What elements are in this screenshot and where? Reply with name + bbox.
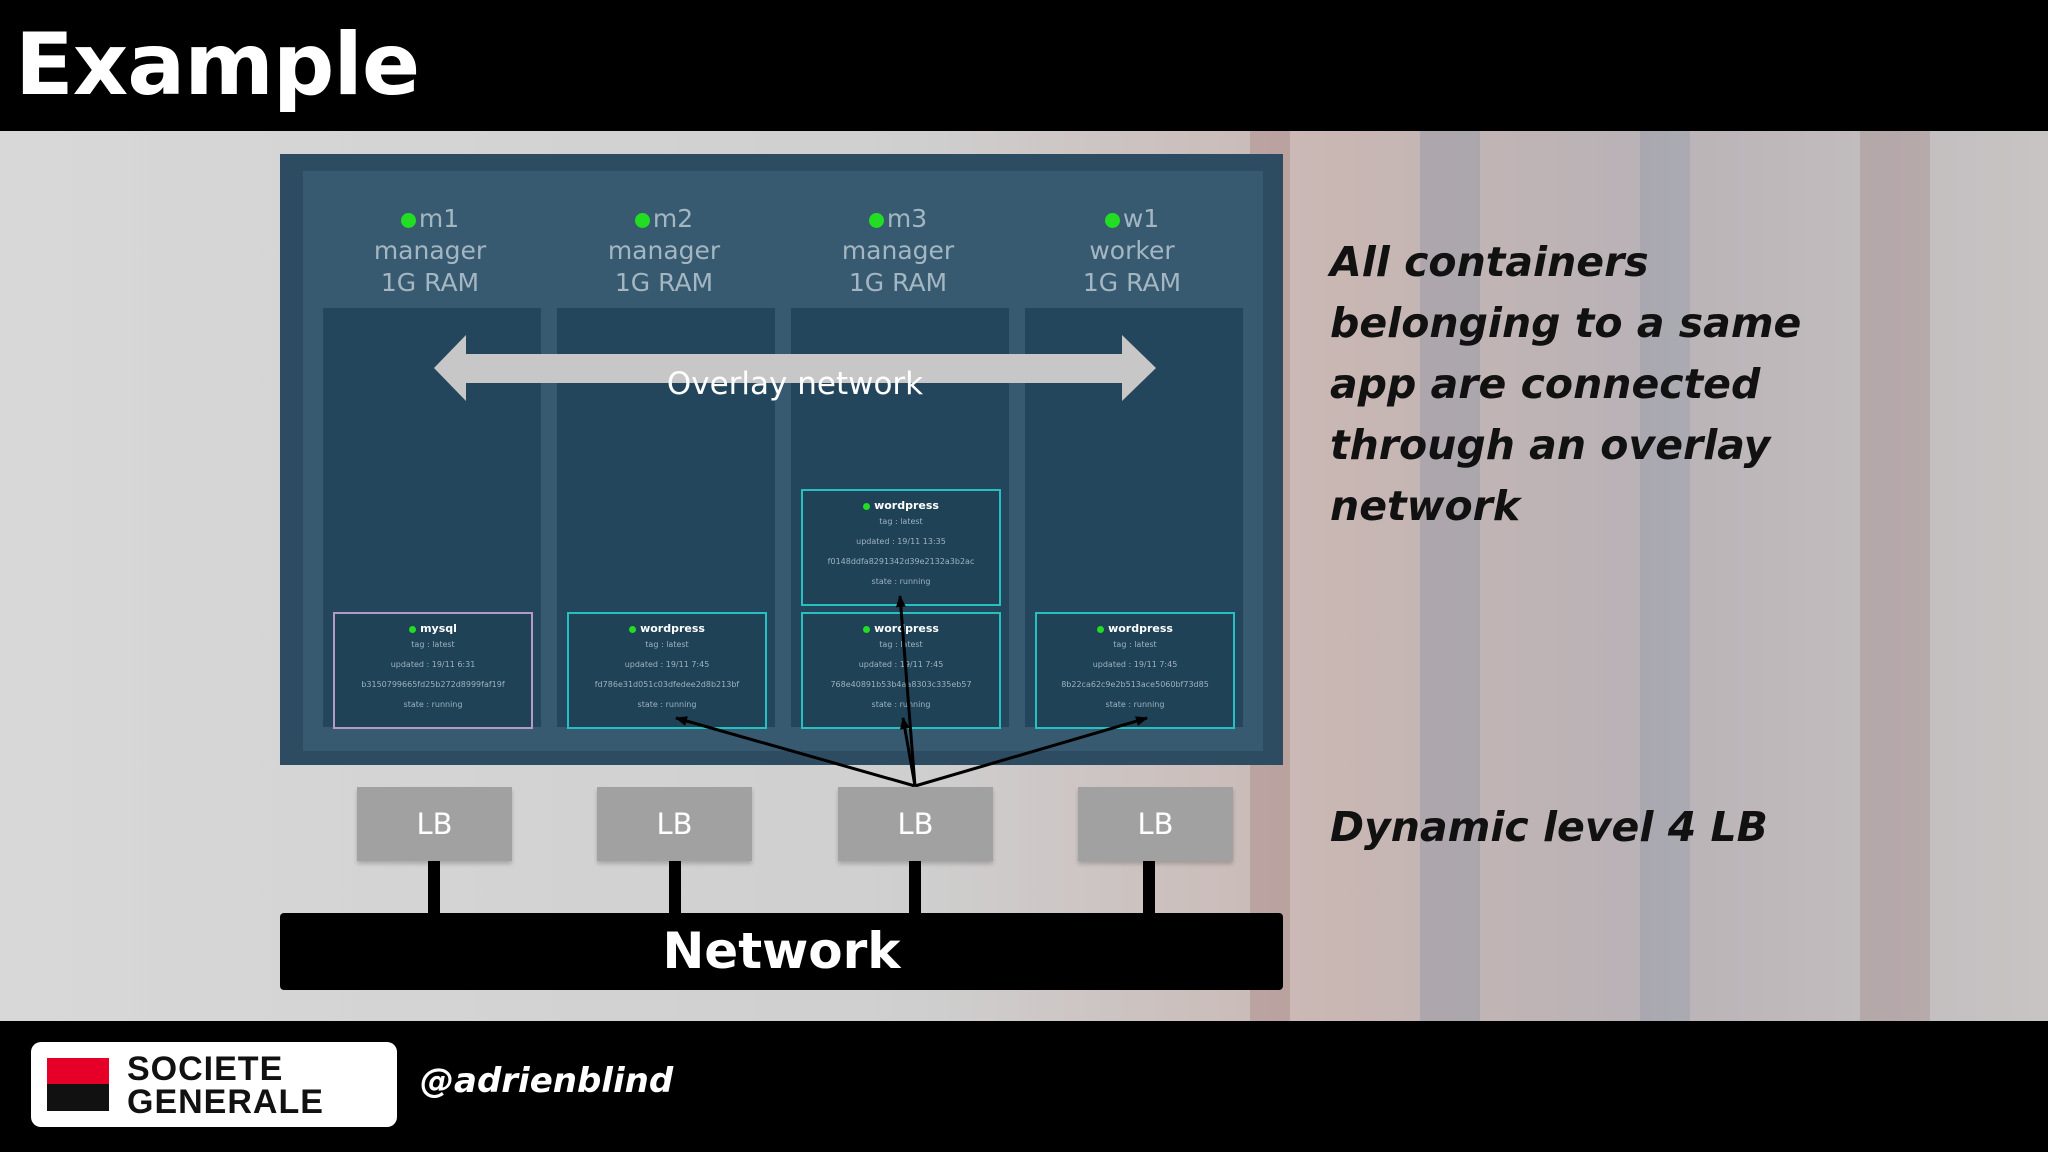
logo-text-line1: SOCIETE: [127, 1050, 284, 1088]
container-tag: tag : latest: [879, 517, 923, 526]
container-tag: tag : latest: [1113, 640, 1157, 649]
bg-container-stripe: [1420, 131, 1480, 1021]
status-dot-icon: [868, 212, 884, 228]
container-card-mysql: mysql tag : latest updated : 19/11 6:31 …: [333, 612, 533, 729]
footer-bar: SOCIETE GENERALE @adrienblind: [0, 1021, 2048, 1152]
container-updated: updated : 19/11 6:31: [390, 660, 476, 669]
status-dot-icon: [863, 625, 871, 633]
node-role: manager: [607, 236, 721, 265]
node-ram: 1G RAM: [380, 268, 480, 297]
lb-network-link: [1143, 861, 1155, 913]
container-updated: updated : 19/11 13:35: [856, 537, 946, 546]
container-tag: tag : latest: [879, 640, 923, 649]
container-state: state : running: [637, 700, 697, 709]
status-dot-icon: [1097, 625, 1105, 633]
node-name: w1: [1122, 204, 1160, 233]
status-dot-icon: [400, 212, 416, 228]
lb-network-link: [669, 861, 681, 913]
overlay-network-label: Overlay network: [666, 366, 924, 402]
container-id: f0148ddfa8291342d39e2132a3b2ac: [827, 557, 975, 566]
container-name: wordpress: [874, 622, 939, 635]
arrow-to-w1-wordpress: [914, 716, 1148, 788]
societe-generale-logo: SOCIETE GENERALE: [31, 1042, 397, 1127]
load-balancer-3: LB: [838, 787, 993, 861]
container-card-wordpress: wordpress tag : latest updated : 19/11 7…: [1035, 612, 1235, 729]
lb-network-link: [909, 861, 921, 913]
container-updated: updated : 19/11 7:45: [624, 660, 710, 669]
load-balancer-2: LB: [597, 787, 752, 861]
node-name: m3: [886, 204, 928, 233]
container-state: state : running: [1105, 700, 1165, 709]
container-updated: updated : 19/11 7:45: [858, 660, 944, 669]
status-dot-icon: [1104, 212, 1120, 228]
node-ram: 1G RAM: [1082, 268, 1182, 297]
lb-network-link: [428, 861, 440, 913]
node-ram: 1G RAM: [614, 268, 714, 297]
container-name: mysql: [420, 622, 457, 635]
node-ram: 1G RAM: [848, 268, 948, 297]
container-tag: tag : latest: [411, 640, 455, 649]
lb-routing-arrows: [675, 595, 1148, 788]
container-state: state : running: [871, 577, 931, 586]
container-name: wordpress: [1108, 622, 1173, 635]
container-name: wordpress: [874, 499, 939, 512]
container-name: wordpress: [640, 622, 705, 635]
container-state: state : running: [871, 700, 931, 709]
status-dot-icon: [409, 625, 417, 633]
container-tag: tag : latest: [645, 640, 689, 649]
container-state: state : running: [403, 700, 463, 709]
node-role: manager: [373, 236, 487, 265]
status-dot-icon: [863, 502, 871, 510]
container-updated: updated : 19/11 7:45: [1092, 660, 1178, 669]
container-id: 768e40891b53b4aa8303c335eb57: [830, 680, 972, 689]
node-role: manager: [841, 236, 955, 265]
status-dot-icon: [629, 625, 637, 633]
logo-mark-black: [47, 1084, 109, 1111]
status-dot-icon: [634, 212, 650, 228]
overlay-network-double-arrow: [434, 335, 1156, 401]
node-header-w1: w1 worker 1G RAM: [1037, 203, 1227, 299]
container-id: 8b22ca62c9e2b513ace5060bf73d85: [1061, 680, 1209, 689]
title-bar: Example: [0, 0, 2048, 131]
bg-container-stripe: [1860, 131, 1930, 1021]
container-card-wordpress: wordpress tag : latest updated : 19/11 1…: [801, 489, 1001, 606]
lb-caption: Dynamic level 4 LB: [1330, 803, 1768, 851]
swarm-visualizer-panel: m1 manager 1G RAM m2 manager 1G RAM m3 m…: [280, 154, 1283, 765]
logo-text-line2: GENERALE: [127, 1083, 324, 1121]
node-header-m3: m3 manager 1G RAM: [803, 203, 993, 299]
container-id: fd786e31d051c03dfedee2d8b213bf: [594, 680, 740, 689]
node-name: m2: [652, 204, 694, 233]
logo-mark-red: [47, 1058, 109, 1084]
slide-title: Example: [15, 15, 420, 115]
bg-container-stripe: [1640, 131, 1690, 1021]
overlay-description: All containers belonging to a same app a…: [1330, 238, 1802, 530]
author-handle: @adrienblind: [420, 1061, 674, 1101]
load-balancer-1: LB: [357, 787, 512, 861]
swarm-visualizer-inner: m1 manager 1G RAM m2 manager 1G RAM m3 m…: [303, 171, 1263, 751]
node-role: worker: [1089, 236, 1175, 265]
arrow-to-m2-wordpress: [675, 716, 916, 788]
network-bar: Network: [280, 913, 1283, 990]
node-name: m1: [418, 204, 460, 233]
load-balancer-4: LB: [1078, 787, 1233, 861]
container-card-wordpress: wordpress tag : latest updated : 19/11 7…: [567, 612, 767, 729]
container-card-wordpress: wordpress tag : latest updated : 19/11 7…: [801, 612, 1001, 729]
node-header-m2: m2 manager 1G RAM: [569, 203, 759, 299]
container-id: b3150799665fd25b272d8999faf19f: [361, 680, 505, 689]
node-header-m1: m1 manager 1G RAM: [335, 203, 525, 299]
arrow-to-m3-wordpress-upper: [895, 595, 917, 787]
